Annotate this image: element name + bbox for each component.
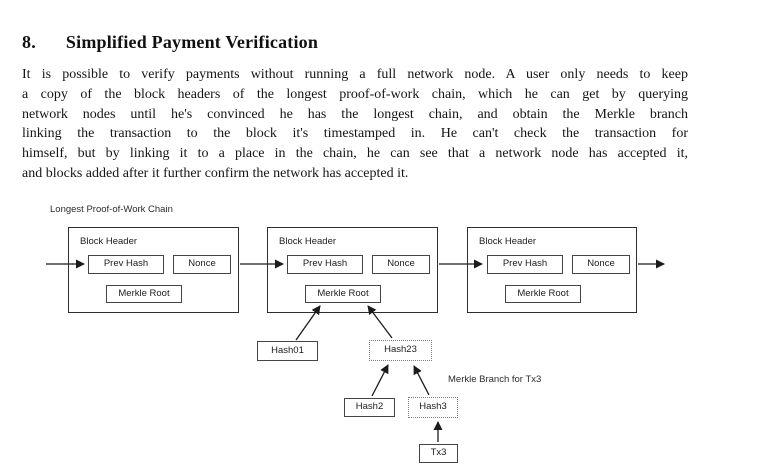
nonce-box: Nonce (173, 255, 231, 274)
paragraph-line: himself, but by linking it to a place in… (22, 146, 688, 162)
block-header-box-2: Block Header Prev Hash Nonce Merkle Root (267, 227, 438, 313)
hash2-box: Hash2 (344, 398, 395, 417)
paragraph-line: a copy of the block headers of the longe… (22, 86, 688, 102)
paragraph-line: It is possible to verify payments withou… (22, 67, 688, 82)
prev-hash-box: Prev Hash (88, 255, 164, 274)
paragraph-line: and blocks added after it further confir… (22, 165, 409, 181)
paragraph-line: linking the transaction to the block it'… (22, 126, 688, 142)
section-heading: 8. Simplified Payment Verification (22, 32, 318, 54)
section-title: Simplified Payment Verification (65, 32, 319, 52)
block-header-box-3: Block Header Prev Hash Nonce Merkle Root (467, 227, 637, 313)
section-number: 8. (22, 32, 36, 52)
block-header-label: Block Header (279, 236, 337, 247)
block-header-box-1: Block Header Prev Hash Nonce Merkle Root (68, 227, 239, 313)
chain-label: Longest Proof-of-Work Chain (50, 204, 173, 215)
merkle-root-box: Merkle Root (106, 285, 182, 303)
paragraph-line: network nodes until he's convinced he ha… (22, 106, 688, 122)
nonce-box: Nonce (372, 255, 430, 274)
hash3-box: Hash3 (408, 397, 458, 418)
nonce-box: Nonce (572, 255, 630, 274)
hash01-box: Hash01 (257, 341, 318, 361)
merkle-root-box: Merkle Root (305, 285, 381, 303)
arrow-hash2-hash23 (371, 364, 389, 397)
block-header-label: Block Header (479, 236, 537, 247)
tx3-box: Tx3 (419, 444, 458, 463)
prev-hash-box: Prev Hash (287, 255, 363, 274)
arrow-hash3-hash23 (413, 365, 430, 396)
prev-hash-box: Prev Hash (487, 255, 563, 274)
merkle-branch-label: Merkle Branch for Tx3 (448, 374, 542, 385)
hash23-box: Hash23 (369, 340, 432, 361)
paragraph: It is possible to verify payments withou… (22, 65, 688, 184)
merkle-root-box: Merkle Root (505, 285, 581, 303)
block-header-label: Block Header (80, 236, 138, 247)
